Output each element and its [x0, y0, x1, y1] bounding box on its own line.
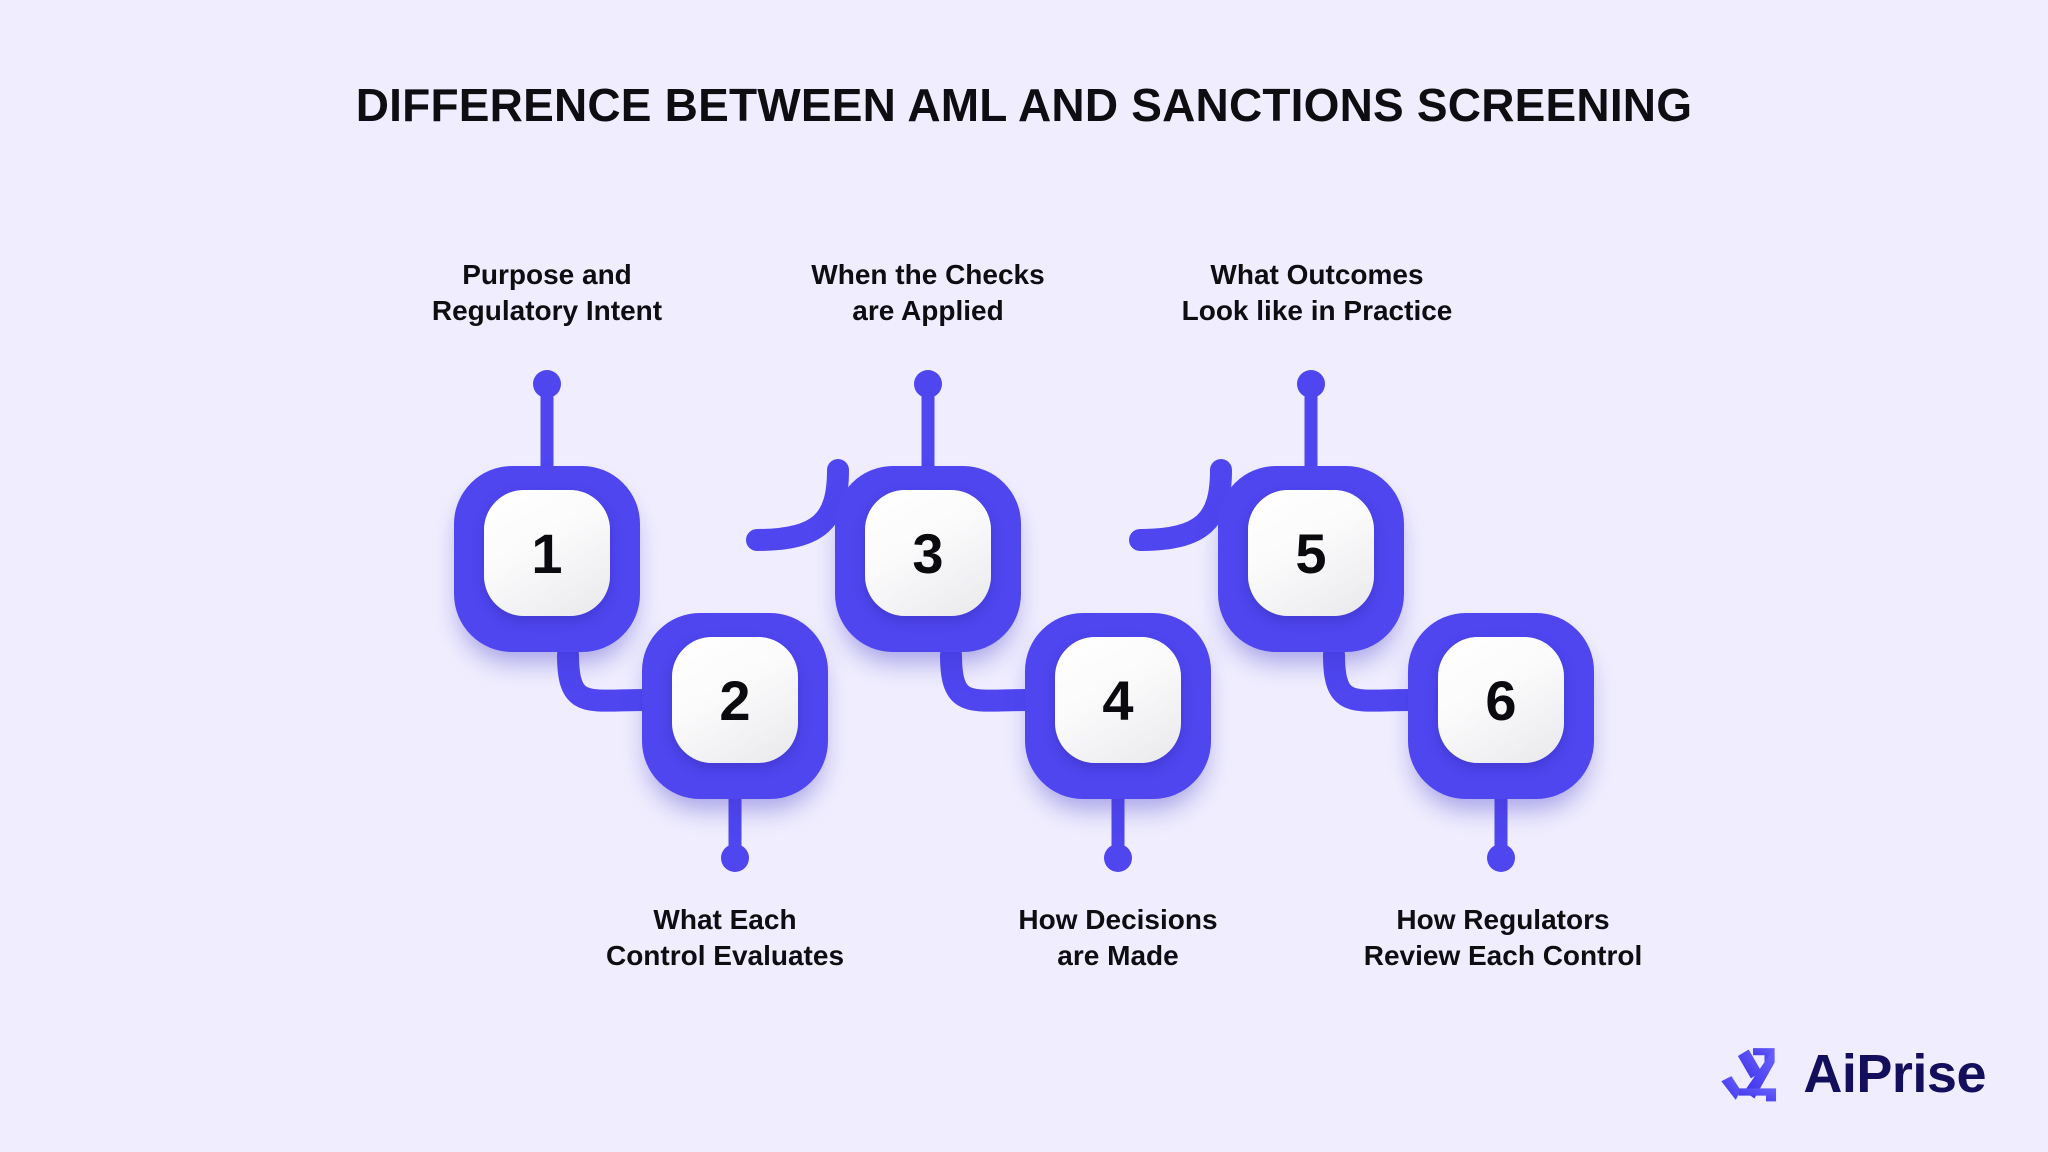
link-3-to-4 — [940, 644, 1039, 712]
step-number: 5 — [1295, 521, 1327, 585]
dot-node-3 — [914, 370, 942, 398]
step-node-3[interactable]: 3 — [835, 466, 1021, 652]
step-node-4[interactable]: 4 — [1025, 613, 1211, 799]
step-caption-5: What Outcomes Look like in Practice — [1181, 259, 1453, 327]
link-2-to-3 — [746, 459, 849, 551]
dot-node-5 — [1297, 370, 1325, 398]
dot-node-4 — [1104, 844, 1132, 872]
step-node-1[interactable]: 1 — [454, 466, 640, 652]
link-4-to-5 — [1129, 459, 1232, 551]
step-number: 4 — [1102, 668, 1134, 732]
page-title: DIFFERENCE BETWEEN AML AND SANCTIONS SCR… — [355, 79, 1693, 131]
step-caption-4: How Decisions are Made — [1018, 904, 1218, 972]
step-number: 1 — [531, 521, 563, 585]
aiprise-wordmark: AiPrise — [1803, 1044, 1986, 1104]
aiprise-mark-icon — [1721, 1048, 1777, 1102]
step-caption-3: When the Checks are Applied — [811, 259, 1045, 327]
dot-node-1 — [533, 370, 561, 398]
dot-node-6 — [1487, 844, 1515, 872]
step-caption-6: How Regulators Review Each Control — [1363, 904, 1643, 972]
link-5-to-6 — [1323, 644, 1422, 712]
step-caption-1: Purpose and Regulatory Intent — [431, 259, 663, 327]
step-node-2[interactable]: 2 — [642, 613, 828, 799]
step-number: 2 — [719, 668, 751, 732]
step-number: 6 — [1485, 668, 1517, 732]
step-number: 3 — [912, 521, 944, 585]
link-1-to-2 — [557, 644, 656, 712]
step-node-5[interactable]: 5 — [1218, 466, 1404, 652]
step-node-6[interactable]: 6 — [1408, 613, 1594, 799]
step-caption-2: What Each Control Evaluates — [605, 904, 845, 972]
dot-node-2 — [721, 844, 749, 872]
aiprise-logo[interactable]: AiPrise — [1717, 1038, 1986, 1110]
